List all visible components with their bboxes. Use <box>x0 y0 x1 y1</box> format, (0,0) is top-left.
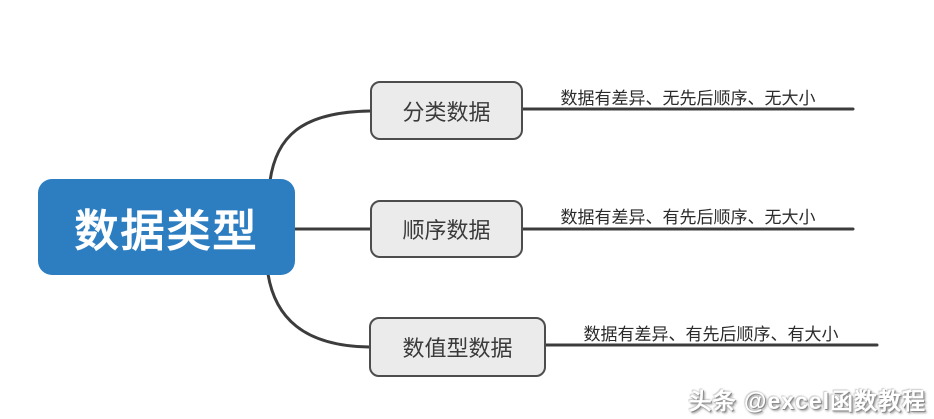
topic-node-label: 分类数据 <box>402 99 491 125</box>
root-node-label: 数据类型 <box>74 207 259 256</box>
topic-note-categorical: 数据有差异、无先后顺序、无大小 <box>560 89 816 108</box>
topic-node-categorical: 分类数据 <box>370 81 523 140</box>
topic-node-label: 顺序数据 <box>402 218 491 243</box>
topic-node-label: 数值型数据 <box>402 336 513 361</box>
connector-root-to-topic-1 <box>268 109 372 183</box>
connector-root-to-topic-3 <box>266 272 371 349</box>
topic-note-ordinal: 数据有差异、有先后顺序、无大小 <box>560 208 816 227</box>
root-node-data-type: 数据类型 <box>38 179 295 275</box>
topic-node-numerical: 数值型数据 <box>369 317 546 377</box>
topic-node-ordinal: 顺序数据 <box>370 200 523 258</box>
topic-note-numerical: 数据有差异、有先后顺序、有大小 <box>583 325 839 344</box>
watermark-toutiao: 头条 @excel函数教程 <box>688 388 926 414</box>
